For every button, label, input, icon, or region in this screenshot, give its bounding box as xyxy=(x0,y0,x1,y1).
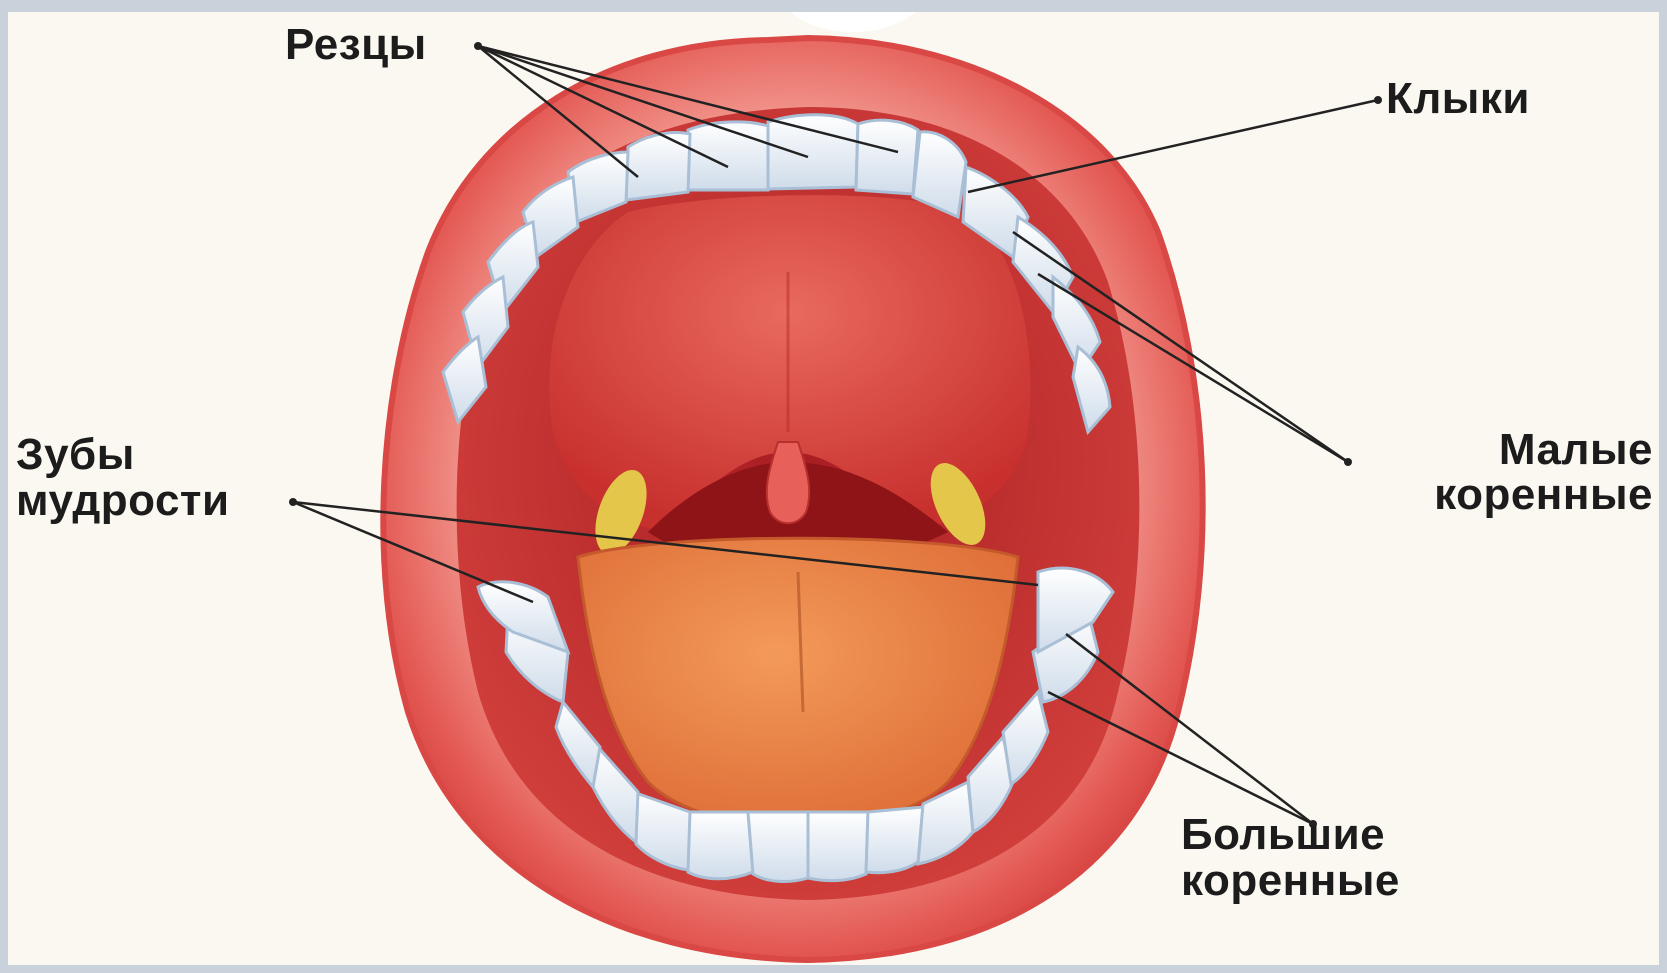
label-incisors: Резцы xyxy=(285,22,427,68)
label-molars-line2: коренные xyxy=(1181,858,1400,904)
diagram-canvas: Резцы Клыки Малые коренные Зубы мудрости… xyxy=(8,12,1659,965)
label-premolars-line2: коренные xyxy=(1288,472,1653,518)
label-premolars-line1: Малые xyxy=(1288,427,1653,473)
label-wisdom-line2: мудрости xyxy=(16,478,230,524)
label-canines: Клыки xyxy=(1386,76,1530,122)
label-molars-line1: Большие xyxy=(1181,812,1385,858)
label-wisdom-line1: Зубы xyxy=(16,432,135,478)
